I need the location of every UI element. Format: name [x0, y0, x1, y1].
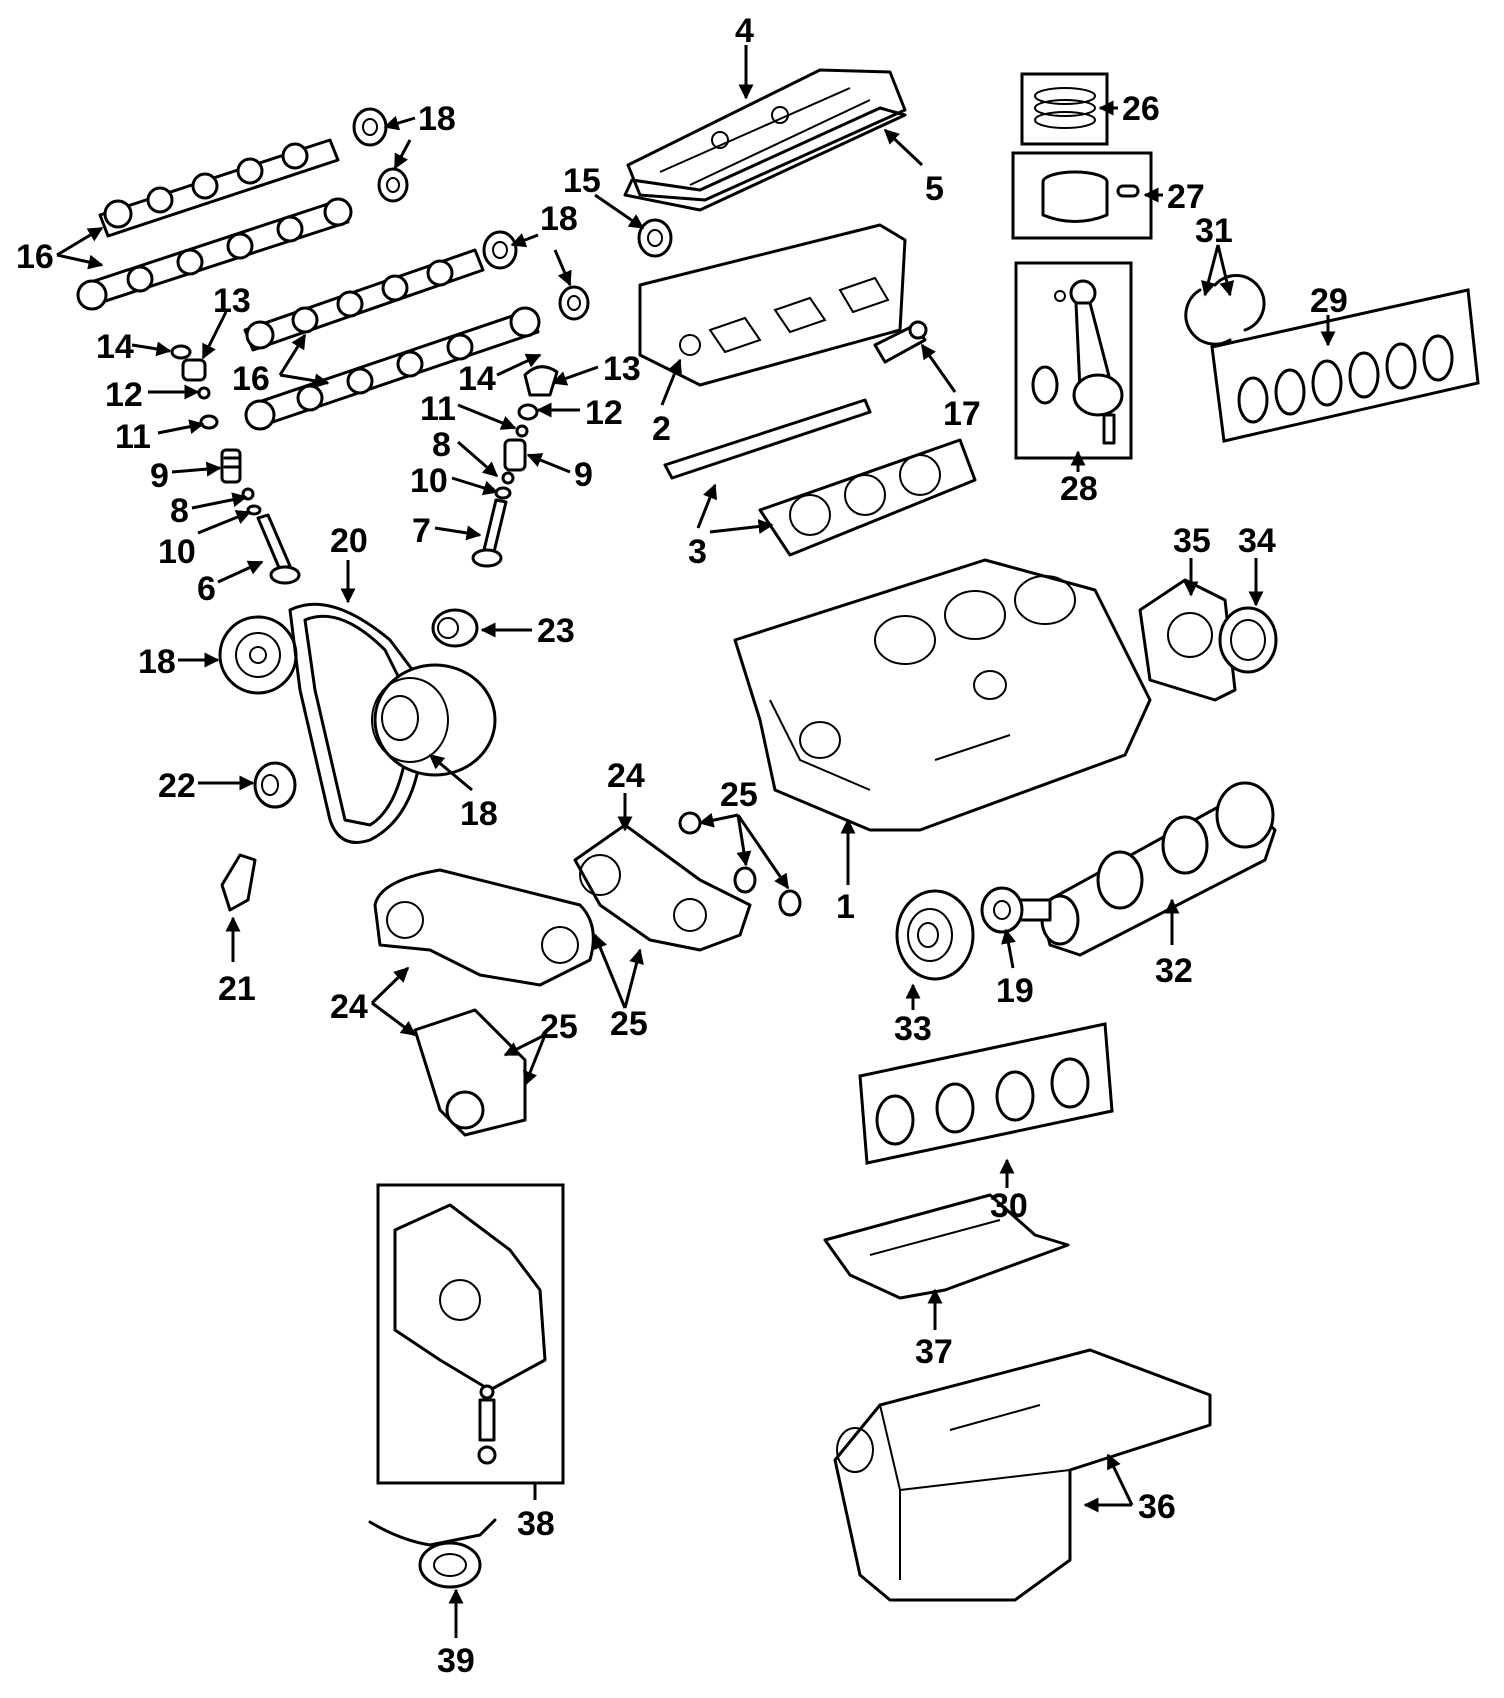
- callout-27: 27: [1167, 178, 1205, 216]
- callout-38: 38: [517, 1505, 555, 1543]
- bolts-25: [678, 811, 802, 917]
- callout-numbers: 1 2 3 4 5 6 7 8 8 9 9 10 10 11 11 12 12 …: [16, 12, 1348, 1680]
- valve-parts-right: [471, 365, 559, 568]
- crank-pulley: [895, 889, 975, 981]
- callout-24b: 24: [330, 988, 368, 1026]
- callout-25a: 25: [720, 776, 758, 814]
- rear-oil-seal: [1218, 606, 1278, 674]
- crank-gear: [980, 886, 1024, 934]
- callout-6: 6: [197, 570, 216, 608]
- tensioner-21: [220, 853, 257, 912]
- callout-18d: 18: [460, 795, 498, 833]
- callout-28: 28: [1060, 470, 1098, 508]
- callout-26: 26: [1122, 90, 1160, 128]
- valve-cover: [626, 68, 907, 202]
- callout-16a: 16: [16, 238, 54, 276]
- callout-1: 1: [836, 888, 855, 926]
- callout-8a: 8: [170, 492, 189, 530]
- valve-parts-left: [170, 344, 301, 585]
- callout-21: 21: [218, 970, 256, 1008]
- callout-15: 15: [563, 162, 601, 200]
- callout-34: 34: [1238, 522, 1276, 560]
- idler-23: [431, 608, 479, 648]
- tensioner-22: [253, 761, 297, 809]
- callout-25b: 25: [610, 1005, 648, 1043]
- bearings-30: [875, 1057, 1090, 1146]
- callout-18b: 18: [540, 200, 578, 238]
- callout-33: 33: [894, 1010, 932, 1048]
- callout-32: 32: [1155, 952, 1193, 990]
- callout-24a: 24: [607, 757, 645, 795]
- sensor-17: [873, 320, 928, 364]
- callout-36: 36: [1138, 1488, 1176, 1526]
- bearings-box-30: [858, 1022, 1114, 1165]
- camshaft-lower-left: [76, 197, 353, 311]
- callout-29: 29: [1310, 282, 1348, 320]
- callout-31: 31: [1195, 212, 1233, 250]
- callout-7: 7: [412, 512, 431, 550]
- callout-18c: 18: [138, 643, 176, 681]
- oil-strainer: [368, 1518, 497, 1589]
- callout-4: 4: [735, 12, 754, 50]
- camshaft-seal-18-top: [352, 107, 590, 321]
- callout-5: 5: [925, 170, 944, 208]
- connecting-rod: [1031, 279, 1124, 445]
- callout-14b: 14: [458, 360, 496, 398]
- callout-18a: 18: [418, 100, 456, 138]
- camshaft-upper-mid: [243, 248, 485, 352]
- bearings-box-29: [1210, 288, 1480, 443]
- callout-23: 23: [537, 612, 575, 650]
- callout-14a: 14: [96, 328, 134, 366]
- timing-cover-rear: [573, 823, 752, 952]
- rear-seal-retainer: [1138, 578, 1237, 702]
- callout-3: 3: [688, 533, 707, 571]
- callout-17: 17: [943, 395, 981, 433]
- callout-12b: 12: [585, 394, 623, 432]
- callout-9b: 9: [574, 456, 593, 494]
- idler-pulley-18: [371, 663, 497, 777]
- callout-9a: 9: [150, 457, 169, 495]
- callout-2: 2: [652, 410, 671, 448]
- leader-lines: [56, 45, 1336, 1638]
- engine-block: [733, 558, 1152, 832]
- piston-rings: [1034, 87, 1096, 129]
- callout-13a: 13: [213, 282, 251, 320]
- callout-10b: 10: [410, 462, 448, 500]
- callout-16b: 16: [232, 360, 270, 398]
- oil-pan: [833, 1348, 1212, 1602]
- cam-pulley-18-left: [218, 615, 298, 695]
- thrust-washers: [1184, 274, 1266, 346]
- timing-cover-lower: [413, 1008, 527, 1137]
- callout-11b: 11: [420, 390, 456, 428]
- callout-37: 37: [915, 1333, 953, 1371]
- head-gasket: [758, 438, 977, 557]
- callout-35: 35: [1173, 522, 1211, 560]
- camshaft-upper-left: [98, 138, 340, 238]
- callout-20: 20: [330, 522, 368, 560]
- oil-pump: [393, 1203, 547, 1465]
- callout-39: 39: [437, 1642, 475, 1680]
- callout-8b: 8: [432, 426, 451, 464]
- timing-cover-upper: [373, 868, 595, 987]
- piston: [1041, 170, 1140, 223]
- callout-11a: 11: [115, 418, 151, 456]
- callout-19: 19: [996, 972, 1034, 1010]
- bearings-29: [1237, 334, 1454, 424]
- valve-cover-gasket: [623, 106, 907, 212]
- callout-30: 30: [990, 1187, 1028, 1225]
- crankshaft: [1008, 781, 1277, 957]
- callout-25c: 25: [540, 1008, 578, 1046]
- callout-10a: 10: [158, 533, 196, 571]
- oil-baffle: [823, 1193, 1070, 1300]
- intake-gasket: [663, 398, 872, 480]
- camshaft-lower-mid: [244, 306, 541, 431]
- callout-22: 22: [158, 767, 196, 805]
- callout-12a: 12: [105, 376, 143, 414]
- oil-pump-box: [376, 1183, 565, 1485]
- oil-seal-15: [637, 218, 673, 258]
- callout-13b: 13: [603, 350, 641, 388]
- cylinder-head: [638, 223, 907, 387]
